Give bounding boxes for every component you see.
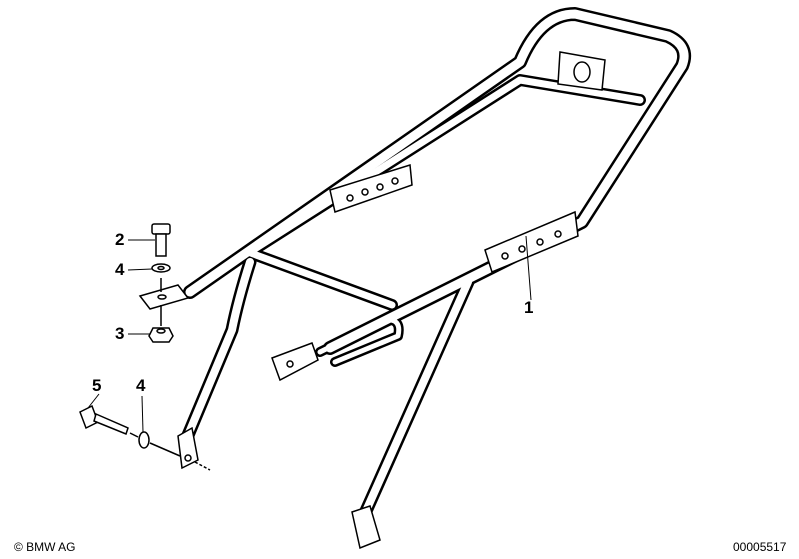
bolt-head xyxy=(151,223,171,235)
lower-washer xyxy=(138,431,150,449)
frame-tubes xyxy=(179,7,692,527)
copyright: © BMW AG xyxy=(14,540,76,554)
callout-2: 2 xyxy=(115,230,125,249)
brackets xyxy=(138,51,606,550)
callout-1: 1 xyxy=(524,298,534,317)
callout-4-lower: 4 xyxy=(136,376,146,395)
callout-3: 3 xyxy=(115,324,125,343)
nut xyxy=(148,327,174,343)
diagram-number: 00005517 xyxy=(733,540,787,554)
leader-lines xyxy=(87,235,532,433)
callout-5: 5 xyxy=(92,376,102,395)
callout-4: 4 xyxy=(115,260,125,279)
